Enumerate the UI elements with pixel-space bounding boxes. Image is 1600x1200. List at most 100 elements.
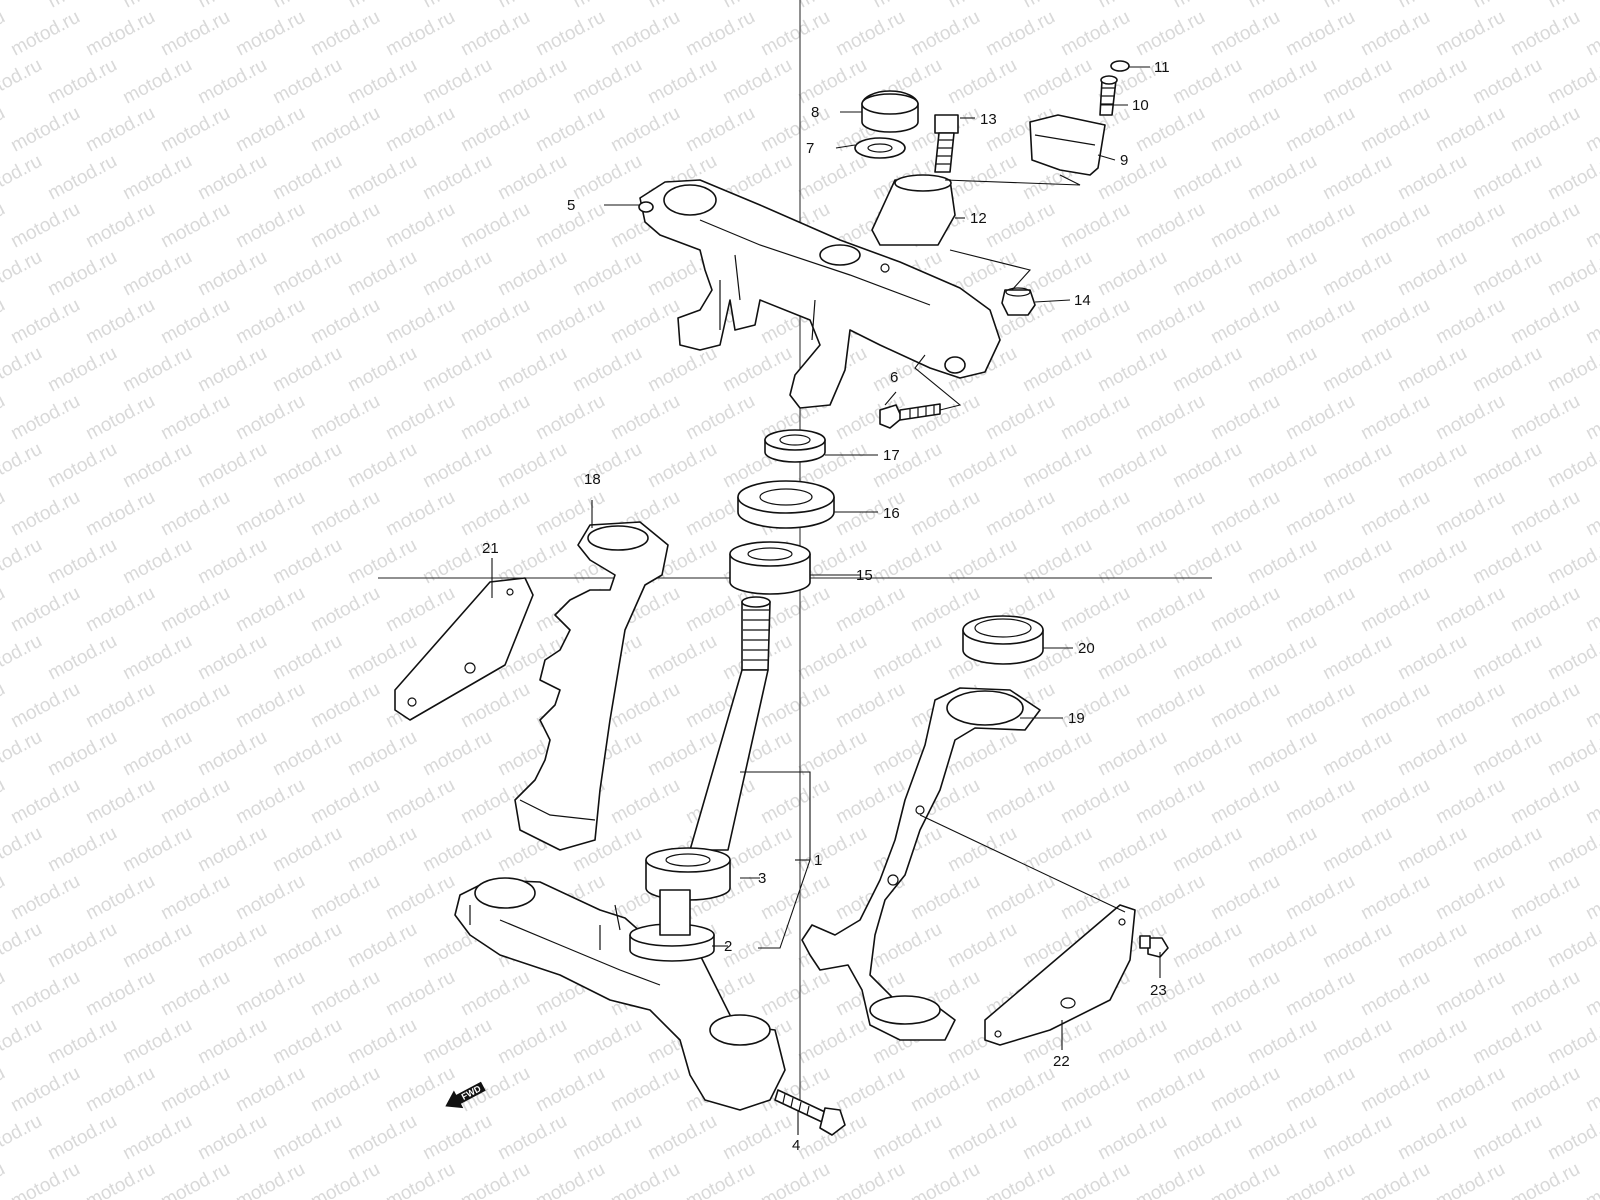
watermark-text: motod.ru	[44, 55, 120, 109]
cap-8	[861, 90, 919, 133]
watermark-text: motod.ru	[1507, 1063, 1583, 1117]
watermark-text: motod.ru	[1244, 823, 1320, 877]
watermark-text: motod.ru	[157, 1063, 233, 1117]
watermark-text: motod.ru	[1019, 823, 1095, 877]
watermark-text: motod.ru	[457, 487, 533, 541]
watermark-text: motod.ru	[1319, 535, 1395, 589]
watermark-text: motod.ru	[719, 0, 795, 12]
watermark-text: motod.ru	[1507, 775, 1583, 829]
watermark-text: motod.ru	[1207, 295, 1283, 349]
watermark-text: motod.ru	[1057, 487, 1133, 541]
watermark-text: motod.ru	[1244, 535, 1320, 589]
watermark-text: motod.ru	[532, 391, 608, 445]
watermark-text: motod.ru	[982, 7, 1058, 61]
watermark-text: motod.ru	[1319, 247, 1395, 301]
watermark-text: motod.ru	[1244, 343, 1320, 397]
watermark-text: motod.ru	[44, 727, 120, 781]
watermark-text: motod.ru	[1169, 1015, 1245, 1069]
watermark-text: motod.ru	[1132, 775, 1208, 829]
watermark-text: motod.ru	[1132, 295, 1208, 349]
watermark-text: motod.ru	[0, 0, 46, 12]
watermark-text: motod.ru	[1132, 7, 1208, 61]
watermark-text: motod.ru	[1582, 583, 1600, 637]
watermark-text: motod.ru	[307, 1159, 383, 1200]
ring-20	[962, 615, 1044, 665]
watermark-text: motod.ru	[1544, 1015, 1600, 1069]
watermark-text: motod.ru	[794, 823, 870, 877]
watermark-text: motod.ru	[44, 631, 120, 685]
watermark-text: motod.ru	[1544, 727, 1600, 781]
watermark-text: motod.ru	[1282, 199, 1358, 253]
watermark-text: motod.ru	[1357, 103, 1433, 157]
watermark-text: motod.ru	[344, 1111, 420, 1165]
watermark-text: motod.ru	[1132, 679, 1208, 733]
watermark-text: motod.ru	[157, 487, 233, 541]
watermark-text: motod.ru	[82, 775, 158, 829]
watermark-text: motod.ru	[1357, 967, 1433, 1021]
watermark-text: motod.ru	[1507, 679, 1583, 733]
watermark-text: motod.ru	[1507, 199, 1583, 253]
watermark-text: motod.ru	[1394, 151, 1470, 205]
watermark-text: motod.ru	[419, 55, 495, 109]
watermark-text: motod.ru	[232, 1159, 308, 1200]
watermark-text: motod.ru	[0, 823, 46, 877]
watermark-text: motod.ru	[644, 1111, 720, 1165]
watermark-text: motod.ru	[1244, 631, 1320, 685]
watermark-text: motod.ru	[757, 103, 833, 157]
watermark-text: motod.ru	[1507, 1159, 1583, 1200]
watermark-text: motod.ru	[1432, 1159, 1508, 1200]
watermark-text: motod.ru	[344, 1015, 420, 1069]
watermark-text: motod.ru	[1132, 199, 1208, 253]
watermark-text: motod.ru	[82, 487, 158, 541]
watermark-text: motod.ru	[1582, 199, 1600, 253]
watermark-text: motod.ru	[1507, 967, 1583, 1021]
watermark-text: motod.ru	[1057, 1159, 1133, 1200]
watermark-text: motod.ru	[344, 439, 420, 493]
watermark-text: motod.ru	[1169, 55, 1245, 109]
watermark-text: motod.ru	[82, 679, 158, 733]
watermark-text: motod.ru	[344, 343, 420, 397]
watermark-text: motod.ru	[307, 1063, 383, 1117]
watermark-text: motod.ru	[194, 631, 270, 685]
callout-21: 21	[482, 540, 499, 557]
watermark-text: motod.ru	[0, 871, 9, 925]
watermark-text: motod.ru	[119, 55, 195, 109]
watermark-text: motod.ru	[1132, 487, 1208, 541]
watermark-text: motod.ru	[82, 967, 158, 1021]
bracket-19	[801, 687, 1041, 1041]
watermark-text: motod.ru	[944, 439, 1020, 493]
callout-13: 13	[980, 111, 997, 128]
watermark-text: motod.ru	[457, 103, 533, 157]
watermark-text: motod.ru	[82, 7, 158, 61]
watermark-text: motod.ru	[1282, 487, 1358, 541]
callout-20: 20	[1078, 640, 1095, 657]
watermark-text: motod.ru	[1544, 535, 1600, 589]
watermark-text: motod.ru	[419, 0, 495, 12]
watermark-text: motod.ru	[194, 535, 270, 589]
watermark-text: motod.ru	[682, 103, 758, 157]
watermark-text: motod.ru	[7, 103, 83, 157]
watermark-text: motod.ru	[607, 103, 683, 157]
watermark-text: motod.ru	[157, 103, 233, 157]
watermark-text: motod.ru	[157, 967, 233, 1021]
watermark-text: motod.ru	[7, 967, 83, 1021]
watermark-text: motod.ru	[494, 439, 570, 493]
watermark-text: motod.ru	[1432, 391, 1508, 445]
upper-bracket	[638, 179, 1001, 409]
watermark-text: motod.ru	[119, 439, 195, 493]
callout-16: 16	[883, 505, 900, 522]
watermark-text: motod.ru	[607, 679, 683, 733]
watermark-text: motod.ru	[1169, 727, 1245, 781]
watermark-text: motod.ru	[1019, 0, 1095, 12]
watermark-text: motod.ru	[307, 679, 383, 733]
watermark-text: motod.ru	[269, 919, 345, 973]
watermark-text: motod.ru	[719, 1111, 795, 1165]
watermark-text: motod.ru	[682, 391, 758, 445]
callout-9: 9	[1120, 152, 1128, 169]
watermark-text: motod.ru	[1282, 679, 1358, 733]
watermark-text: motod.ru	[82, 871, 158, 925]
watermark-text: motod.ru	[1432, 967, 1508, 1021]
watermark-text: motod.ru	[344, 0, 420, 12]
watermark-text: motod.ru	[1469, 1111, 1545, 1165]
watermark-text: motod.ru	[419, 1015, 495, 1069]
